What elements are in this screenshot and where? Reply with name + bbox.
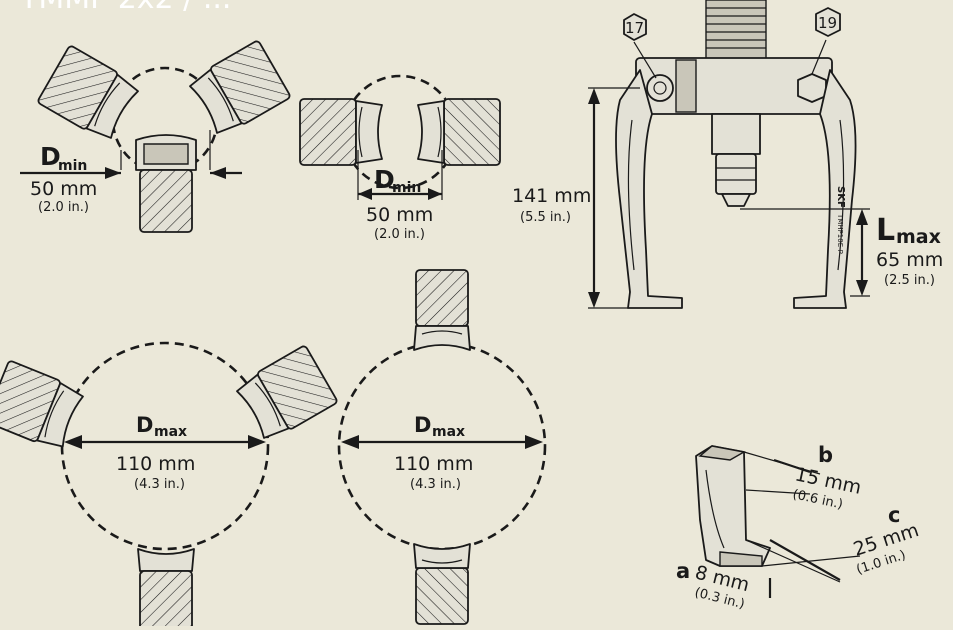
two-arm-min-value: 50 mm [366, 204, 433, 226]
three-arm-max-value: 110 mm [116, 453, 195, 475]
three-arm-min-sub: min [58, 158, 87, 174]
two-arm-max-imperial: (4.3 in.) [410, 477, 461, 492]
two-arm-min-imperial: (2.0 in.) [374, 227, 425, 242]
lmax-imperial: (2.5 in.) [884, 273, 935, 288]
two-arm-min-label: D [374, 165, 395, 194]
brand-logo: SKF [835, 186, 846, 208]
puller-height-value: 141 mm [512, 185, 591, 207]
two-arm-max-figure [337, 269, 547, 625]
lmax-label: L [876, 213, 895, 248]
puller-height-imperial: (5.5 in.) [520, 210, 571, 225]
lmax-sub: max [896, 226, 941, 248]
lmax-value: 65 mm [876, 249, 943, 271]
three-arm-max-imperial: (4.3 in.) [134, 477, 185, 492]
jaw-b-label: b [818, 443, 833, 467]
two-arm-max-label: D [414, 413, 431, 437]
jaw-detail-figure [695, 445, 861, 598]
model-marking: TMHP10E-P [836, 213, 844, 254]
three-arm-min-imperial: (2.0 in.) [38, 200, 89, 215]
header-title: TMMP 2x2 / ... [19, 0, 231, 16]
two-arm-max-sub: max [432, 424, 465, 440]
three-arm-max-sub: max [154, 424, 187, 440]
puller-figure [588, 0, 870, 309]
two-arm-min-figure [299, 74, 501, 200]
callout-17: 17 [625, 19, 644, 37]
three-arm-max-label: D [136, 413, 153, 437]
jaw-a-label: a [676, 559, 690, 583]
three-arm-min-label: D [40, 142, 61, 171]
callout-19-badge [815, 7, 841, 37]
two-arm-min-sub: min [392, 180, 421, 196]
three-arm-min-value: 50 mm [30, 178, 97, 200]
three-arm-min-figure [20, 39, 292, 233]
jaw-c-label: c [888, 503, 900, 527]
three-arm-max-figure [0, 341, 339, 630]
callout-17-badge [623, 13, 647, 41]
callout-19: 19 [818, 14, 837, 32]
two-arm-max-value: 110 mm [394, 453, 473, 475]
